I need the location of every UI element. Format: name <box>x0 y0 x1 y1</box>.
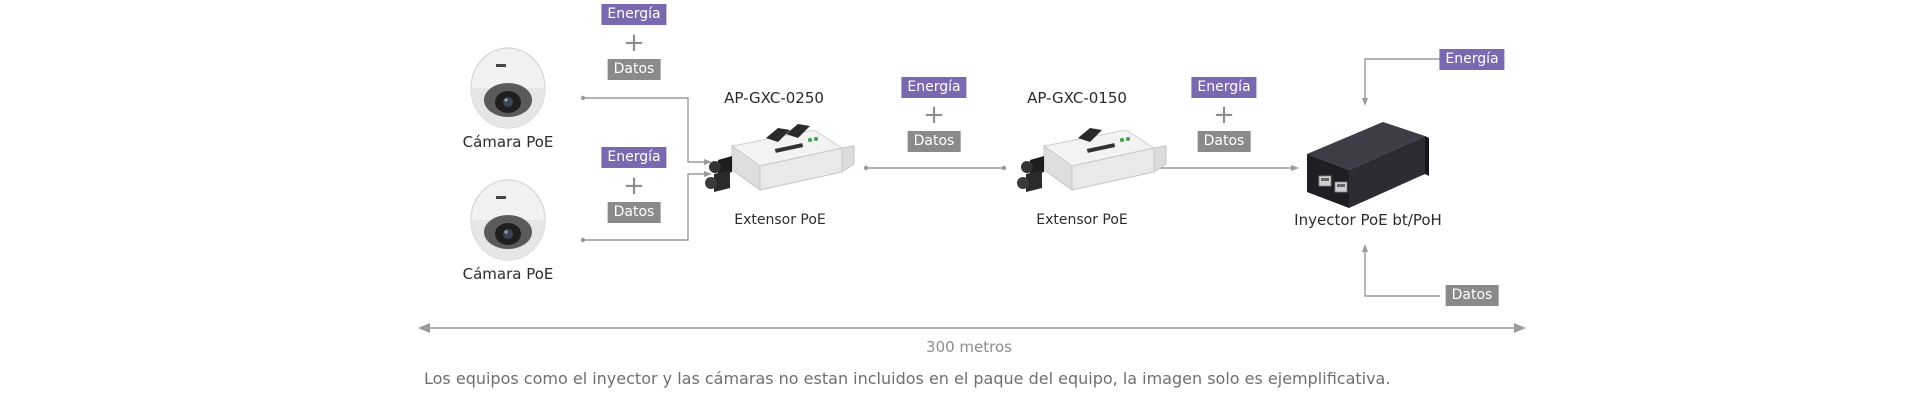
injector-device-icon <box>1307 122 1429 208</box>
dome-camera-bottom-icon <box>470 179 546 261</box>
extender-2-model: AP-GXC-0150 <box>1027 89 1127 107</box>
data-badge-camera-top: Datos <box>607 59 661 80</box>
energy-badge-camera-bottom: Energía <box>601 147 667 168</box>
arrow-to-extender-bottom <box>704 171 712 177</box>
distance-arrow-right <box>1514 323 1526 333</box>
bottom-camera-cable <box>583 173 708 241</box>
extender-2-label: Extensor PoE <box>1036 212 1128 228</box>
plus-icon: + <box>923 100 945 130</box>
camera-bottom-label: Cámara PoE <box>462 265 554 283</box>
dome-camera-top-icon <box>470 47 546 129</box>
plus-icon: + <box>623 171 645 201</box>
camera-top-label: Cámara PoE <box>462 133 554 151</box>
energy-input-line <box>1364 58 1440 102</box>
data-input-line <box>1364 250 1440 297</box>
data-input-badge: Datos <box>1445 285 1499 306</box>
extender-1-model: AP-GXC-0250 <box>724 89 824 107</box>
injector-label: Inyector PoE bt/PoH <box>1294 211 1442 229</box>
top-camera-cable <box>583 97 708 163</box>
data-badge-camera-bottom: Datos <box>607 202 661 223</box>
arrow-to-injector <box>1291 165 1299 171</box>
energy-badge-camera-top: Energía <box>601 4 667 25</box>
extender-1-device-icon <box>705 124 855 192</box>
plus-icon: + <box>1213 100 1235 130</box>
data-badge-extender-link: Datos <box>907 131 961 152</box>
plus-icon: + <box>623 28 645 58</box>
energy-input-badge: Energía <box>1439 49 1505 70</box>
distance-arrow-left <box>418 323 430 333</box>
energy-badge-injector-link: Energía <box>1191 77 1257 98</box>
arrow-data-up <box>1362 244 1368 252</box>
distance-label: 300 metros <box>926 338 1012 356</box>
extender-2-device-icon <box>1017 128 1167 192</box>
footnote: Los equipos como el inyector y las cámar… <box>424 369 1391 388</box>
data-badge-injector-link: Datos <box>1197 131 1251 152</box>
arrow-energy-down <box>1362 98 1368 106</box>
arrow-to-extender-top <box>704 159 712 165</box>
extender-1-label: Extensor PoE <box>734 212 826 228</box>
energy-badge-extender-link: Energía <box>901 77 967 98</box>
